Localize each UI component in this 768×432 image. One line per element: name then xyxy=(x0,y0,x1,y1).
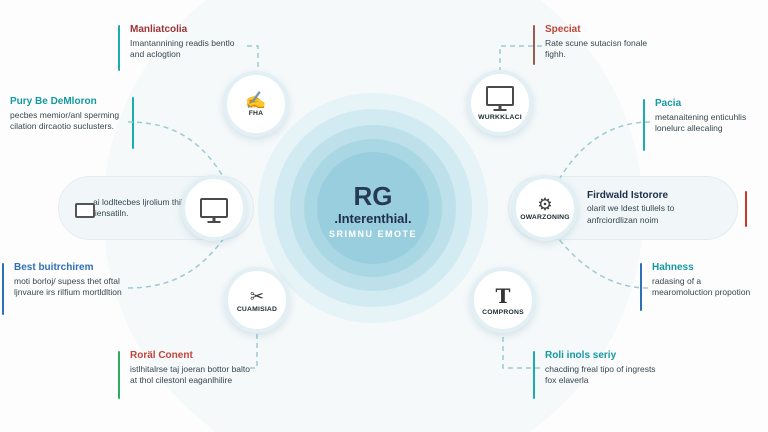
right-pill-heading: Firdwald Istorore xyxy=(587,190,669,202)
gear-icon: ⚙ xyxy=(537,194,553,214)
satellite-label: FHA xyxy=(248,109,264,117)
callout-top-right: Speciat Rate scune sutacisn fonale fighh… xyxy=(533,24,663,65)
accent-bar-blue xyxy=(640,263,642,311)
callout-heading: Roli inols seriy xyxy=(545,350,617,361)
callout-heading: Best buitrchirem xyxy=(14,262,94,273)
accent-bar-green xyxy=(118,351,120,399)
callout-heading: Pury Be DeMloron xyxy=(10,96,97,107)
right-pill-text: olarit we ldest tiullels to anfrciordliz… xyxy=(587,203,675,225)
callout-heading: Manliatcolia xyxy=(130,24,188,35)
callout-heading: Hahness xyxy=(652,262,694,273)
connector-bottomright-comprons xyxy=(502,334,540,369)
accent-bar-teal xyxy=(118,25,120,71)
callout-body: radasing of a mearomoluction propotion xyxy=(652,275,751,297)
satellite-cuamisiad: ✂ CUAMISIAD xyxy=(224,267,290,333)
monitor-icon xyxy=(200,198,228,218)
callout-body: istlhitalrse taj joeran bottor balto at … xyxy=(130,363,251,385)
callout-body: chacding freal tipo of ingrests fox elav… xyxy=(545,363,656,385)
satellite-comprons: T COMPRONS xyxy=(470,267,536,333)
letter-t-icon: T xyxy=(495,284,511,308)
callout-body: Imantannining readis bentlo and aclogtio… xyxy=(130,37,235,59)
callout-heading: Speciat xyxy=(545,24,581,35)
accent-bar-blue xyxy=(2,263,4,315)
connector-rightlower-pill xyxy=(557,237,649,289)
connector-topleft-fha xyxy=(247,45,259,70)
callout-right-lower: Hahness radasing of a mearomoluction pro… xyxy=(640,262,757,311)
satellite-owarzoning: ⚙ OWARZONING xyxy=(512,175,578,241)
connector-leftupper-pill xyxy=(127,121,225,179)
accent-bar-maroon xyxy=(533,25,535,65)
satellite-label: WURKKLACI xyxy=(478,113,522,121)
center-subtitle: .Interenthial. xyxy=(334,211,412,226)
center-label: RG .Interenthial. SRIMNU EMOTE xyxy=(300,168,446,254)
callout-heading: Roräl Conent xyxy=(130,350,193,361)
satellite-label: COMPRONS xyxy=(482,309,524,316)
callout-body: pecbes memior/anl sperming cilation dirc… xyxy=(10,109,120,131)
accent-bar-red xyxy=(745,191,747,227)
callout-body: Rate scune sutacisn fonale fighh. xyxy=(545,37,648,59)
satellite-fha: ✍ FHA xyxy=(223,71,289,137)
center-tagline: SRIMNU EMOTE xyxy=(328,229,417,239)
monitor-icon xyxy=(486,85,514,106)
center-ring-inner xyxy=(317,152,429,264)
callout-bottom-right: Roli inols seriy chacding freal tipo of … xyxy=(533,350,665,399)
card-icon xyxy=(75,203,95,218)
connector-leftlower-pill xyxy=(127,237,225,289)
connector-bottomleft-cuamisiad xyxy=(250,334,258,369)
satellite-wurkklaci: WURKKLACI xyxy=(467,70,533,136)
callout-left-upper: Pury Be DeMloron pecbes memior/anl sperm… xyxy=(10,96,134,149)
callout-body: moti borloj/ supess thet oftal ljnvaure … xyxy=(14,275,122,297)
satellite-label: CUAMISIAD xyxy=(236,305,278,313)
satellite-label: OWARZONING xyxy=(520,213,570,221)
callout-heading: Pacia xyxy=(655,98,682,109)
callout-top-left: Manliatcolia Imantannining readis bentlo… xyxy=(118,24,248,71)
callout-left-lower: Best buitrchirem moti borloj/ supess the… xyxy=(2,262,124,315)
left-pill-text: ai lodltecbes ljrolium thii liensatiln. xyxy=(93,196,183,218)
accent-bar-teal xyxy=(643,99,645,151)
accent-bar-teal xyxy=(533,351,535,399)
writing-hand-icon: ✍ xyxy=(245,90,267,110)
callout-body: metanaitening enticuhlis lonelurc alleca… xyxy=(655,111,747,133)
connector-topright-wurkklaci xyxy=(499,45,542,70)
center-title: RG xyxy=(353,181,393,211)
callout-right-upper: Pacia metanaitening enticuhlis lonelurc … xyxy=(643,98,755,151)
callout-bottom-left: Roräl Conent istlhitalrse taj joeran bot… xyxy=(118,350,255,399)
scissors-tools-icon: ✂ xyxy=(249,286,265,306)
connector-rightupper-pill xyxy=(559,121,651,179)
accent-bar-teal xyxy=(132,97,134,149)
satellite-left-monitor xyxy=(181,175,247,241)
